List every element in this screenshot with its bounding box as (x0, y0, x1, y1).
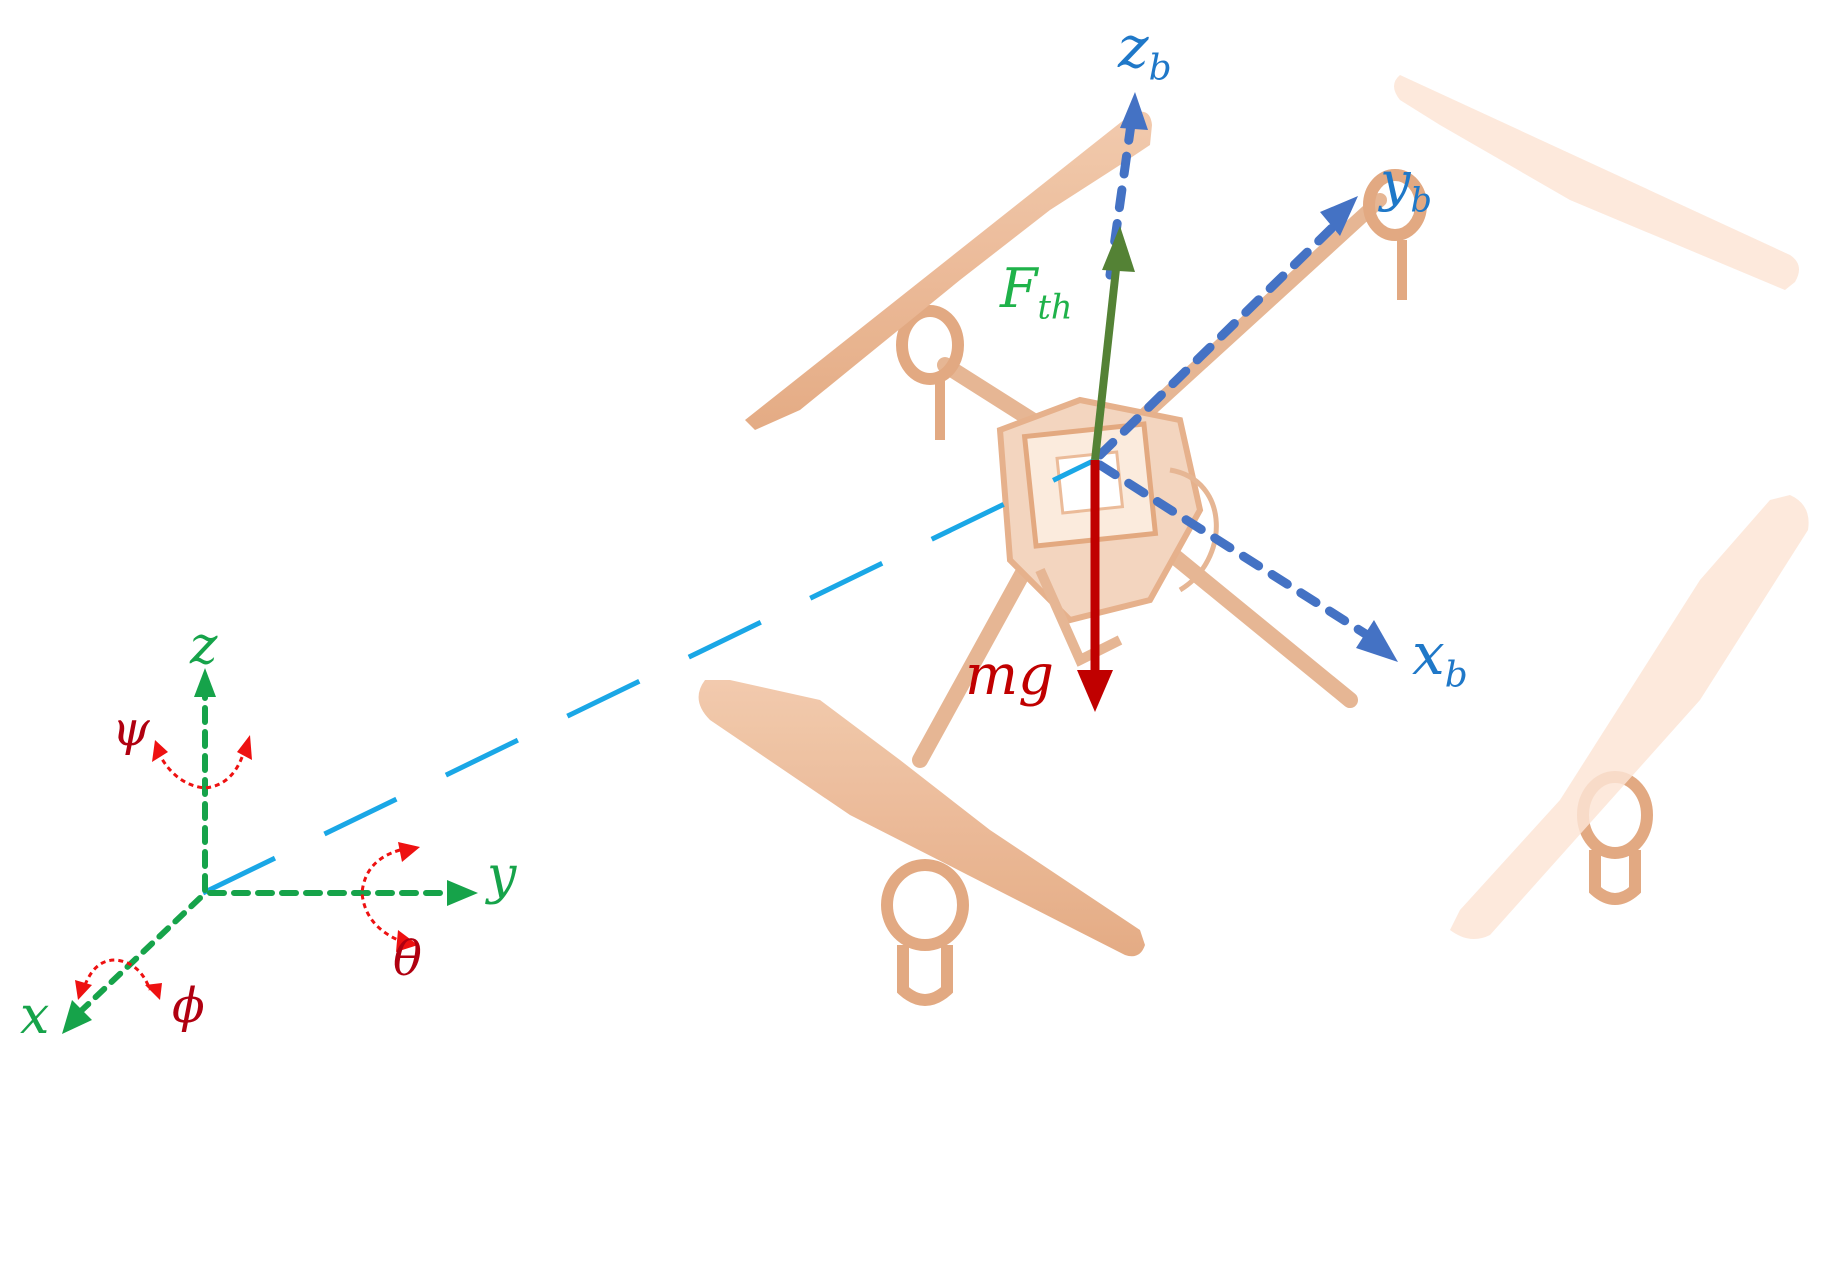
body-zb-sub: b (1148, 47, 1172, 89)
body-xb-sub: b (1444, 654, 1468, 696)
propeller-blades (698, 75, 1809, 957)
body-yb-main: y (1380, 150, 1411, 213)
body-xb-axis (1095, 460, 1380, 645)
body-frame (1095, 92, 1398, 662)
phi-rotation-arrow (83, 958, 152, 991)
gravity-arrowhead (1077, 670, 1113, 712)
inertial-x-label: x (20, 986, 50, 1046)
thrust-sub: th (1037, 287, 1073, 327)
psi-rotation-arrow (156, 747, 247, 790)
inertial-frame (62, 668, 478, 1034)
body-zb-axis (1105, 105, 1138, 280)
inertial-z-arrowhead (194, 668, 216, 697)
inertial-y-label: y (487, 846, 517, 906)
phi-label: ϕ (172, 978, 205, 1034)
body-xb-label: xb (1412, 625, 1468, 694)
inertial-z-label: z (190, 616, 218, 676)
inertial-x-axis (79, 895, 203, 1013)
body-yb-sub: b (1410, 180, 1432, 220)
frame-link-line (201, 457, 1097, 896)
quadrotor-drone (698, 75, 1809, 1006)
psi-label: ψ (112, 701, 150, 757)
thrust-arrowhead (1102, 226, 1135, 272)
thrust-label: Fth (1000, 262, 1072, 324)
thrust-main: F (1000, 257, 1038, 320)
body-xb-main: x (1412, 620, 1445, 688)
body-zb-main: z (1118, 13, 1149, 81)
body-xb-arrowhead (1356, 620, 1398, 662)
thrust-vector (1091, 259, 1121, 461)
forces (1077, 226, 1135, 712)
theta-rotation-arrow (360, 848, 401, 942)
body-yb-label: yb (1380, 155, 1432, 217)
inertial-y-arrowhead (447, 880, 478, 906)
body-yb-arrowhead (1320, 196, 1358, 236)
body-zb-arrowhead (1120, 92, 1148, 130)
theta-label: θ (393, 931, 422, 987)
motor-mounts (881, 169, 1653, 1006)
gravity-label: mg (965, 643, 1054, 708)
drone-body (996, 396, 1219, 667)
body-yb-axis (1095, 220, 1340, 460)
body-zb-label: zb (1118, 18, 1172, 87)
inertial-x-arrowhead (62, 1000, 92, 1034)
